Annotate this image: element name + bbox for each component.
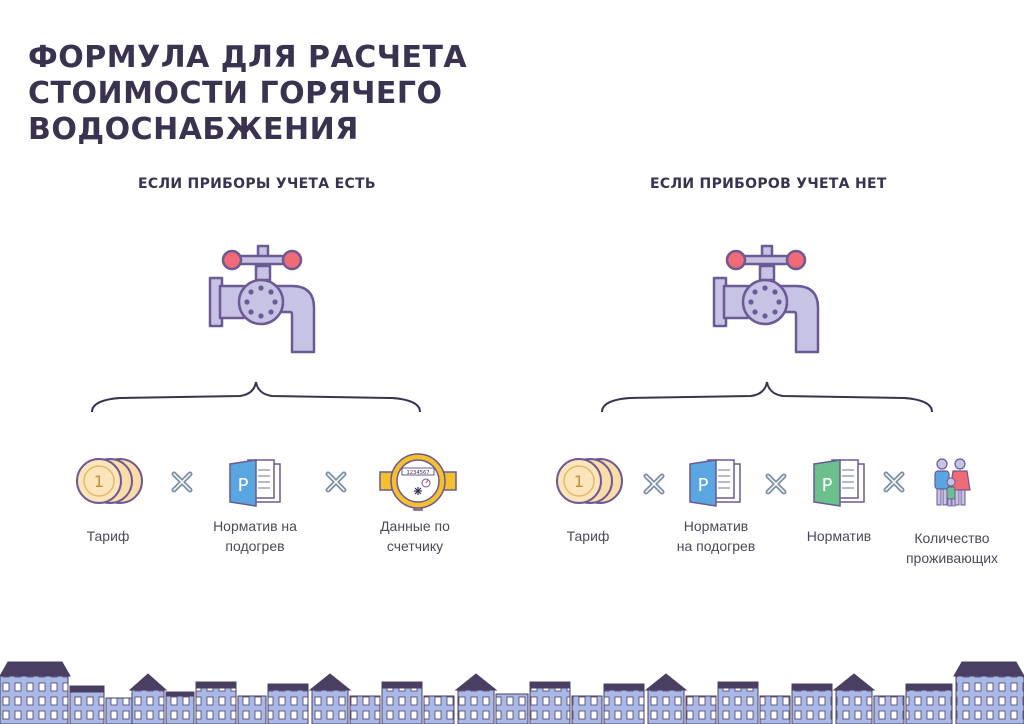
tariff-label: Тариф [523, 526, 653, 546]
heading-with-meters: ЕСЛИ ПРИБОРЫ УЧЕТА ЕСТЬ [138, 176, 376, 192]
residents-label-line-2: проживающих [905, 550, 999, 566]
document-icon: P [689, 459, 741, 507]
heating-norm-label-line-1: Норматив на [213, 518, 297, 534]
tariff-label: Тариф [43, 526, 173, 546]
right-brace [601, 381, 933, 413]
meter-digits: 1234567 [406, 470, 429, 476]
document-icon: P [229, 459, 281, 507]
norm-label-text: Норматив [806, 528, 872, 544]
norm-label: Норматив [774, 526, 904, 546]
multiply-icon [171, 471, 193, 493]
heating-norm-label: Норматив на подогрев [190, 516, 320, 556]
heading-without-meters: ЕСЛИ ПРИБОРОВ УЧЕТА НЕТ [650, 176, 887, 192]
tariff-label-text: Тариф [566, 528, 610, 544]
tariff-label-text: Тариф [86, 528, 130, 544]
title-line-2: СТОИМОСТИ ГОРЯЧЕГО [28, 76, 443, 111]
coin-digit: 1 [94, 472, 104, 491]
multiply-icon [883, 471, 905, 493]
water-meter-icon: 1234567 [379, 453, 457, 511]
residents-label-line-1: Количество [914, 530, 990, 546]
residents-label: Количество проживающих [887, 528, 1017, 568]
coin-stack-icon: 1 [76, 458, 143, 504]
faucet-icon [712, 244, 820, 354]
document-letter: P [822, 475, 833, 496]
heating-norm-label-line-2: на подогрев [676, 538, 756, 554]
coin-digit: 1 [574, 472, 584, 491]
multiply-icon [765, 473, 787, 495]
coin-stack-icon: 1 [556, 458, 623, 504]
title-line-3: ВОДОСНАБЖЕНИЯ [28, 112, 359, 147]
document-letter: P [238, 475, 249, 496]
heating-norm-label-line-1: Норматив [683, 518, 749, 534]
document-letter: P [698, 475, 709, 496]
document-icon: P [813, 459, 865, 507]
family-icon [934, 458, 971, 507]
meter-label-line-1: Данные по [380, 518, 450, 534]
page-title: ФОРМУЛА ДЛЯ РАСЧЕТА СТОИМОСТИ ГОРЯЧЕГО В… [28, 40, 467, 148]
multiply-icon [325, 471, 347, 493]
heating-norm-label-line-2: подогрев [225, 538, 285, 554]
town-skyline-illustration [0, 661, 1024, 724]
title-line-1: ФОРМУЛА ДЛЯ РАСЧЕТА [28, 40, 468, 75]
faucet-icon [208, 244, 316, 354]
heating-norm-label: Норматив на подогрев [651, 516, 781, 556]
meter-label-line-2: счетчику [386, 538, 444, 554]
meter-reading-label: Данные по счетчику [350, 516, 480, 556]
multiply-icon [643, 473, 665, 495]
left-brace [91, 381, 421, 413]
